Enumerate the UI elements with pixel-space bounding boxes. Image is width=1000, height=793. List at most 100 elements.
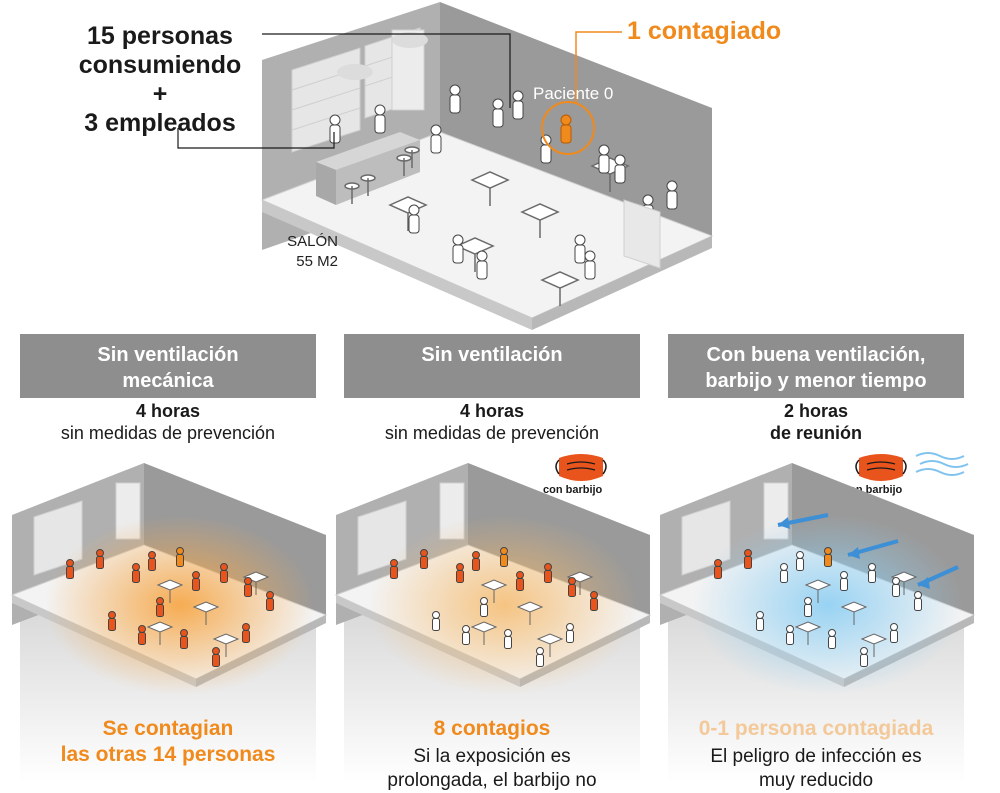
person-body <box>408 214 420 234</box>
person <box>828 629 836 637</box>
person <box>868 563 876 571</box>
patient-zero-label: Paciente 0 <box>533 84 614 103</box>
person <box>244 577 252 585</box>
air-flow-icon <box>915 452 969 476</box>
scenario-2-desc: Si la exposición es prolongada, el barbi… <box>334 745 650 793</box>
scenario-1-title-l1: Sin ventilación <box>97 344 239 366</box>
person <box>452 234 464 246</box>
person-body <box>244 584 252 597</box>
person-body <box>480 604 488 617</box>
person <box>840 571 848 579</box>
scenario-room-2 <box>334 463 652 782</box>
person-body <box>420 556 428 569</box>
person <box>598 144 610 156</box>
person <box>432 611 440 619</box>
scenario-3-title-l1: Con buena ventilación, <box>706 344 926 366</box>
scenario-1-title-l2: mecánica <box>122 370 214 392</box>
person <box>574 234 586 246</box>
air-glow <box>693 515 963 695</box>
scenario-3-result-l1: 0-1 persona contagiada <box>698 717 934 740</box>
person <box>449 84 461 96</box>
people <box>329 84 678 280</box>
table <box>156 579 184 591</box>
scenario-3-desc: El peligro de infección es muy reducido <box>668 745 964 793</box>
person-body <box>156 604 164 617</box>
person <box>786 625 794 633</box>
intro-plus: + <box>152 80 168 108</box>
person <box>584 250 596 262</box>
scenario-3-title-l2: barbijo y menor tiempo <box>705 370 927 392</box>
person <box>568 577 576 585</box>
scenario-rooms <box>10 463 976 782</box>
person-body <box>266 598 274 611</box>
patient-zero-circle <box>541 101 595 155</box>
table <box>146 621 174 633</box>
person-body <box>868 570 876 583</box>
person-body <box>780 570 788 583</box>
person-body <box>180 636 188 649</box>
person <box>456 563 464 571</box>
scenario-2-duration: 4 horas <box>459 401 525 421</box>
person <box>892 577 900 585</box>
main-room-illustration <box>177 2 714 330</box>
table <box>192 601 220 613</box>
scenario-3-duration: 2 horas <box>783 401 849 421</box>
scenario-3-subtitle: 2 horas de reunión <box>668 400 964 444</box>
scenario-2-banner: Sin ventilación <box>344 334 640 398</box>
scenario-3-desc-l2: muy reducido <box>758 770 874 791</box>
person <box>242 623 250 631</box>
patient-zero <box>560 114 572 126</box>
person <box>714 559 722 567</box>
scenario-3-desc-l1: El peligro de infección es <box>710 746 922 767</box>
person-body <box>890 630 898 643</box>
person-body <box>108 618 116 631</box>
scenario-2-title-l1: Sin ventilación <box>421 344 563 366</box>
person-body <box>666 190 678 210</box>
person <box>390 559 398 567</box>
person <box>462 625 470 633</box>
person <box>804 597 812 605</box>
intro-line-people: 15 personas <box>87 22 233 50</box>
table <box>804 579 832 591</box>
person-body <box>220 570 228 583</box>
person-body <box>744 556 752 569</box>
person-body <box>568 584 576 597</box>
person-body <box>584 260 596 280</box>
person-body <box>860 654 868 667</box>
person <box>914 591 922 599</box>
person-body <box>430 134 442 154</box>
person-body <box>212 654 220 667</box>
person <box>408 204 420 216</box>
scenario-room-1 <box>10 463 328 782</box>
person <box>476 250 488 262</box>
room-name: SALÓN <box>287 233 338 250</box>
table <box>860 633 888 645</box>
room-size: 55 M2 <box>296 253 338 270</box>
leader-staff <box>177 128 335 149</box>
person <box>176 547 184 555</box>
patient-zero-body <box>560 124 572 144</box>
table <box>455 237 495 255</box>
person-body <box>432 618 440 631</box>
mask-icon <box>855 454 907 481</box>
person <box>220 563 228 571</box>
person-body <box>472 558 480 571</box>
leader-people <box>262 33 511 108</box>
person-body <box>138 632 146 645</box>
table <box>212 633 240 645</box>
person-body <box>516 578 524 591</box>
scenario-2-desc-l2: prolongada, el barbijo no <box>387 770 597 791</box>
scenario-3-result: 0-1 persona contagiada <box>668 716 964 742</box>
table <box>840 601 868 613</box>
table <box>480 579 508 591</box>
bar-counter <box>316 132 420 170</box>
scenario-2-measures: sin medidas de prevención <box>384 423 600 443</box>
person-body <box>500 554 508 567</box>
scenario-1-result-l2: las otras 14 personas <box>60 743 276 766</box>
glass-door <box>623 199 661 269</box>
person <box>890 623 898 631</box>
person <box>492 98 504 110</box>
scenario-1-result: Se contagian las otras 14 personas <box>20 716 316 768</box>
person-body <box>598 154 610 174</box>
table <box>516 601 544 613</box>
